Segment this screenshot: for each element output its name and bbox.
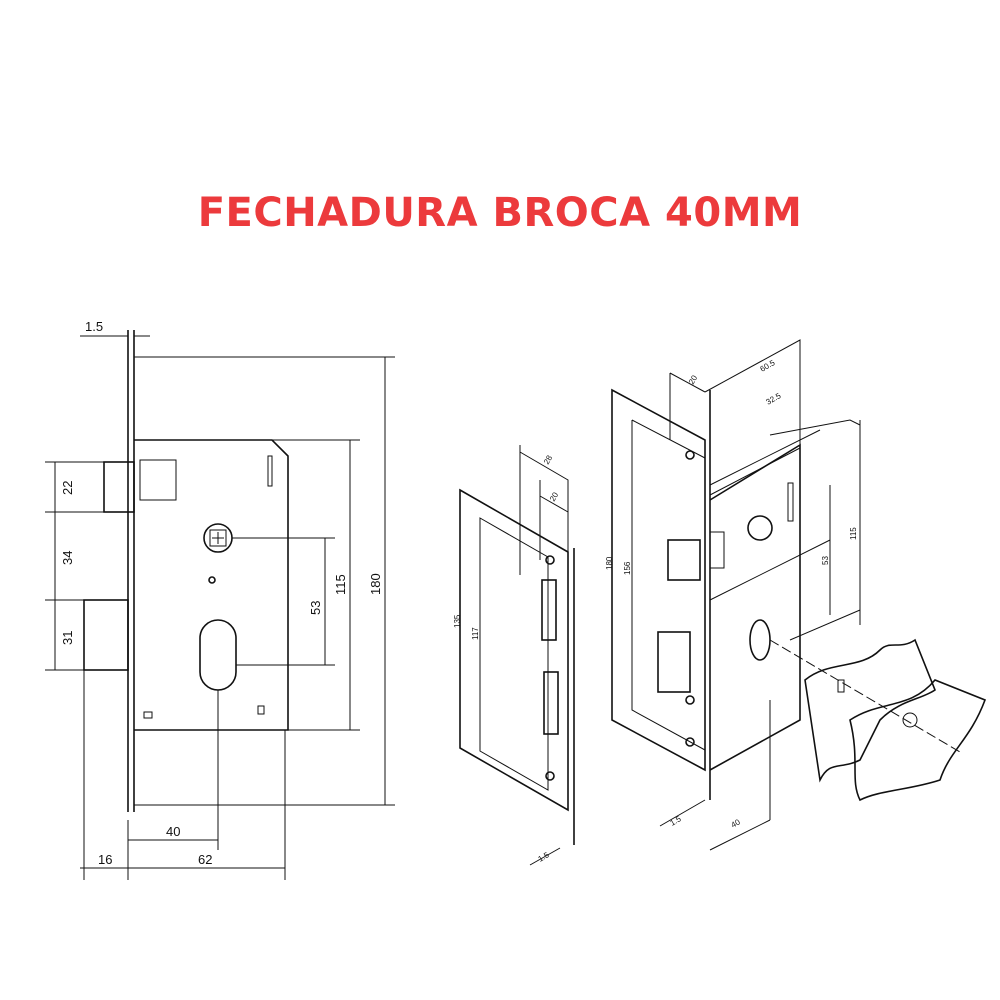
lock-iso-view: 20 60.5 32.5 180 156 53 115 1.5 40 — [605, 339, 987, 851]
dim-iso-backset: 40 — [730, 817, 743, 830]
dim-iso-thickness: 1.5 — [669, 814, 684, 828]
dim-iso-body-width: 32.5 — [765, 391, 783, 407]
dim-bolt: 31 — [60, 631, 75, 645]
dim-strike-height-outer: 135 — [453, 614, 462, 628]
dim-latch-to-bolt: 34 — [60, 551, 75, 565]
latch — [103, 461, 135, 513]
dim-strike-thickness: 1.5 — [537, 850, 552, 864]
dim-total-height: 180 — [368, 573, 383, 595]
dim-handle-to-key: 53 — [308, 601, 323, 615]
strike-plate-view: 28 20 135 117 1.5 — [453, 445, 575, 866]
dim-strike-width-outer: 28 — [542, 453, 555, 466]
dim-strike-height-inner: 117 — [471, 627, 480, 640]
key-hole — [199, 619, 237, 691]
iso-spindle — [747, 515, 773, 541]
iso-latch — [667, 539, 701, 581]
iso-lock-body — [709, 443, 801, 771]
front-view: 1.5 180 115 53 22 34 31 40 62 16 — [45, 319, 395, 880]
dim-bolt-throw: 16 — [98, 852, 112, 867]
iso-deadbolt — [657, 631, 691, 693]
dim-faceplate-width: 20 — [687, 373, 700, 386]
dim-faceplate-height: 180 — [605, 556, 614, 570]
dim-body-height: 115 — [333, 574, 348, 595]
dim-backset: 40 — [166, 824, 180, 839]
dim-latch: 22 — [60, 481, 75, 495]
door-section — [804, 638, 936, 783]
deadbolt — [83, 599, 129, 671]
dim-body-depth: 62 — [198, 852, 212, 867]
dim-iso-handle-to-key: 53 — [821, 556, 830, 565]
page-title: FECHADURA BROCA 40MM — [197, 190, 803, 236]
latch-slot — [541, 579, 557, 641]
dim-plate-thickness: 1.5 — [85, 319, 103, 334]
iso-keyhole — [749, 619, 771, 661]
dim-plate-inner: 156 — [623, 561, 632, 575]
dim-iso-body-depth: 60.5 — [759, 358, 777, 374]
dim-iso-body-height: 115 — [849, 527, 858, 540]
bolt-slot — [543, 671, 559, 735]
lock-body — [134, 439, 289, 731]
